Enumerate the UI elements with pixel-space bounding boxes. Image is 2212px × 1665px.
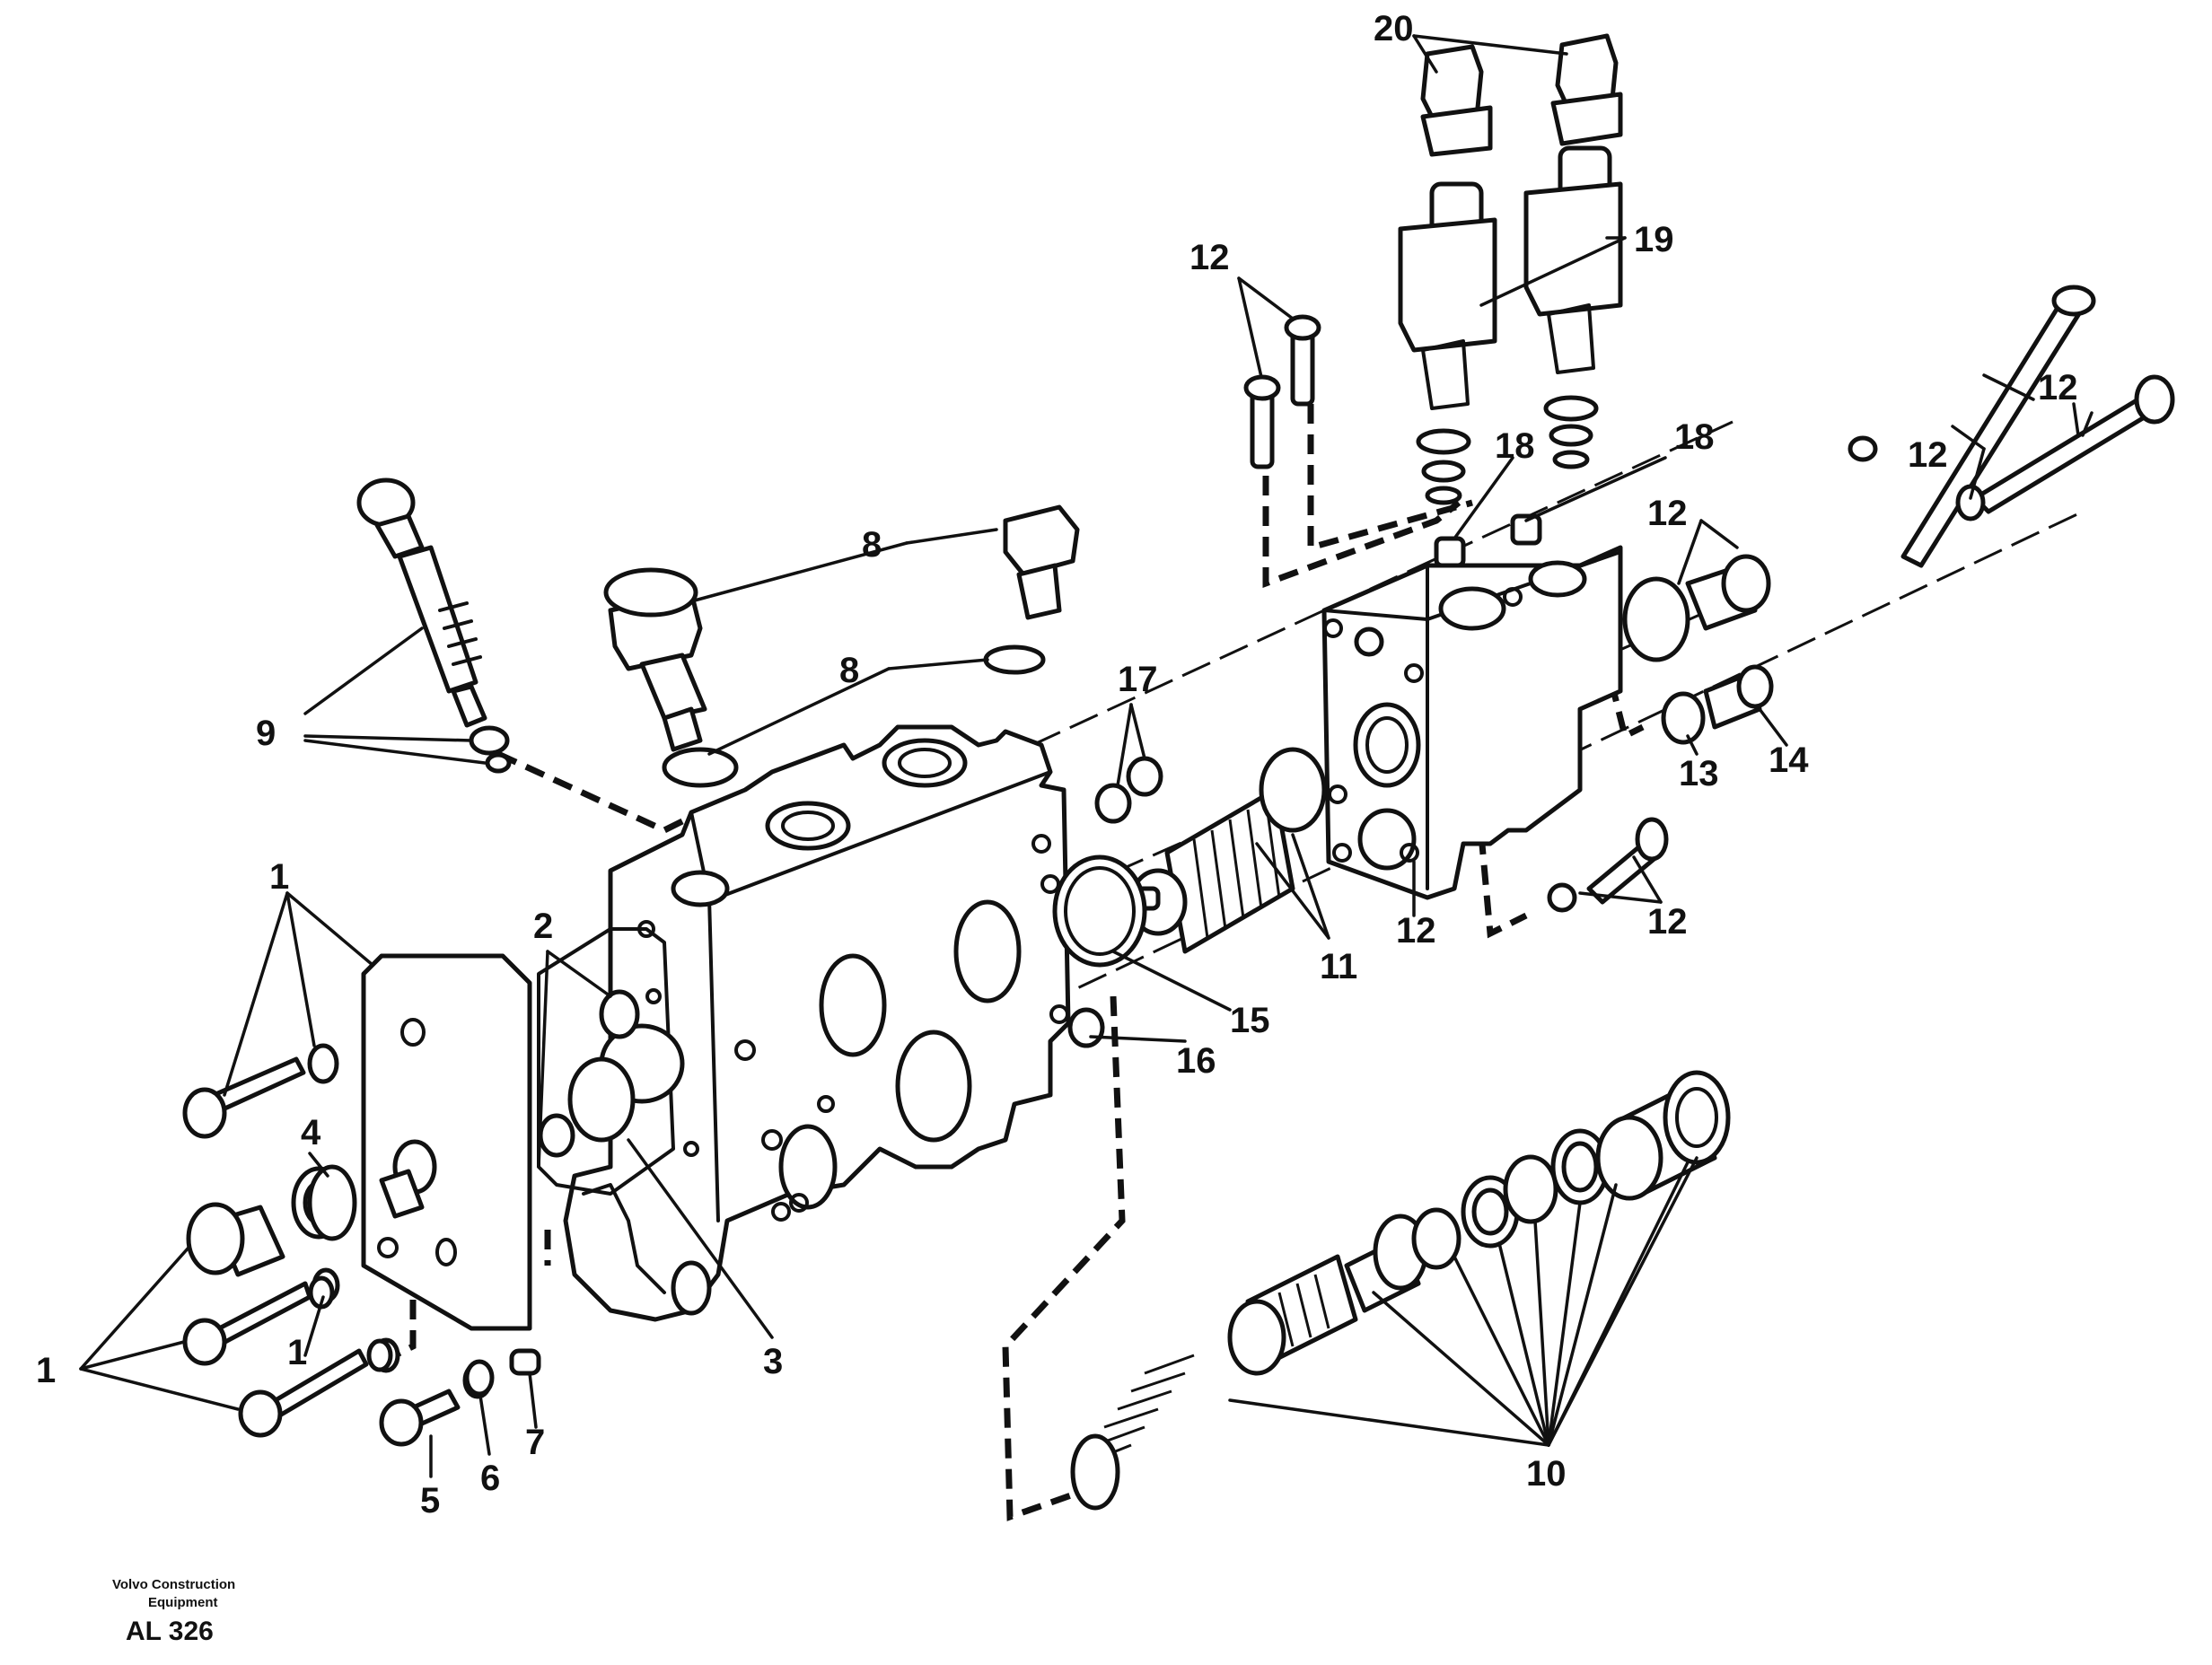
callout-12a: 12 [1189, 238, 1230, 277]
credit-line-2: Equipment [148, 1595, 218, 1610]
main-valve-body [563, 724, 1071, 1322]
callout-10: 10 [1526, 1454, 1567, 1494]
callout-12e: 12 [1396, 911, 1436, 951]
drawing-code: AL 326 [126, 1617, 214, 1646]
callout-19: 19 [1634, 220, 1674, 259]
callout-18a: 18 [1495, 426, 1535, 466]
callout-11: 11 [1320, 947, 1357, 986]
left-end-plate [361, 953, 532, 1331]
callout-16: 16 [1176, 1041, 1216, 1081]
callout-17: 17 [1118, 660, 1158, 699]
relief-valve-9 [356, 478, 512, 774]
right-end-block [1321, 545, 1623, 900]
callout-12c: 12 [1908, 435, 1948, 475]
callout-5: 5 [420, 1481, 440, 1520]
callout-6: 6 [480, 1459, 500, 1498]
plugs-13-14 [1622, 554, 1774, 745]
o-rings [307, 989, 640, 1397]
callout-12b: 12 [2038, 368, 2078, 407]
callout-8a: 8 [862, 525, 882, 565]
credit-block: Volvo Construction Equipment AL 326 [112, 1577, 235, 1646]
credit-line-1: Volvo Construction [112, 1577, 235, 1592]
spool-assembly-10 [1070, 1070, 1731, 1511]
callout-20: 20 [1374, 9, 1414, 48]
callout-18b: 18 [1674, 417, 1715, 457]
leader-lines [79, 34, 2094, 1478]
callout-7: 7 [525, 1423, 545, 1462]
callout-12d: 12 [1647, 494, 1688, 533]
callout-9: 9 [256, 714, 276, 753]
callout-12f: 12 [1647, 902, 1688, 942]
plugs-8 [603, 504, 1080, 788]
spool-11 [1052, 747, 1327, 1048]
callout-3: 3 [763, 1342, 783, 1381]
callout-13: 13 [1679, 754, 1719, 793]
solenoid-assemblies [1398, 33, 1623, 568]
callout-1b: 1 [36, 1351, 56, 1390]
right-bolts [1243, 285, 2175, 913]
callout-1a: 1 [269, 857, 289, 897]
callout-2: 2 [533, 907, 553, 946]
callout-4: 4 [301, 1113, 321, 1152]
callout-14: 14 [1769, 740, 1809, 780]
callout-labels: 1 1 1 2 3 4 5 6 7 8 8 9 10 11 12 12 12 1… [36, 9, 2078, 1520]
callout-8b: 8 [839, 651, 859, 690]
callout-15: 15 [1230, 1001, 1270, 1040]
callout-1c: 1 [287, 1333, 307, 1372]
